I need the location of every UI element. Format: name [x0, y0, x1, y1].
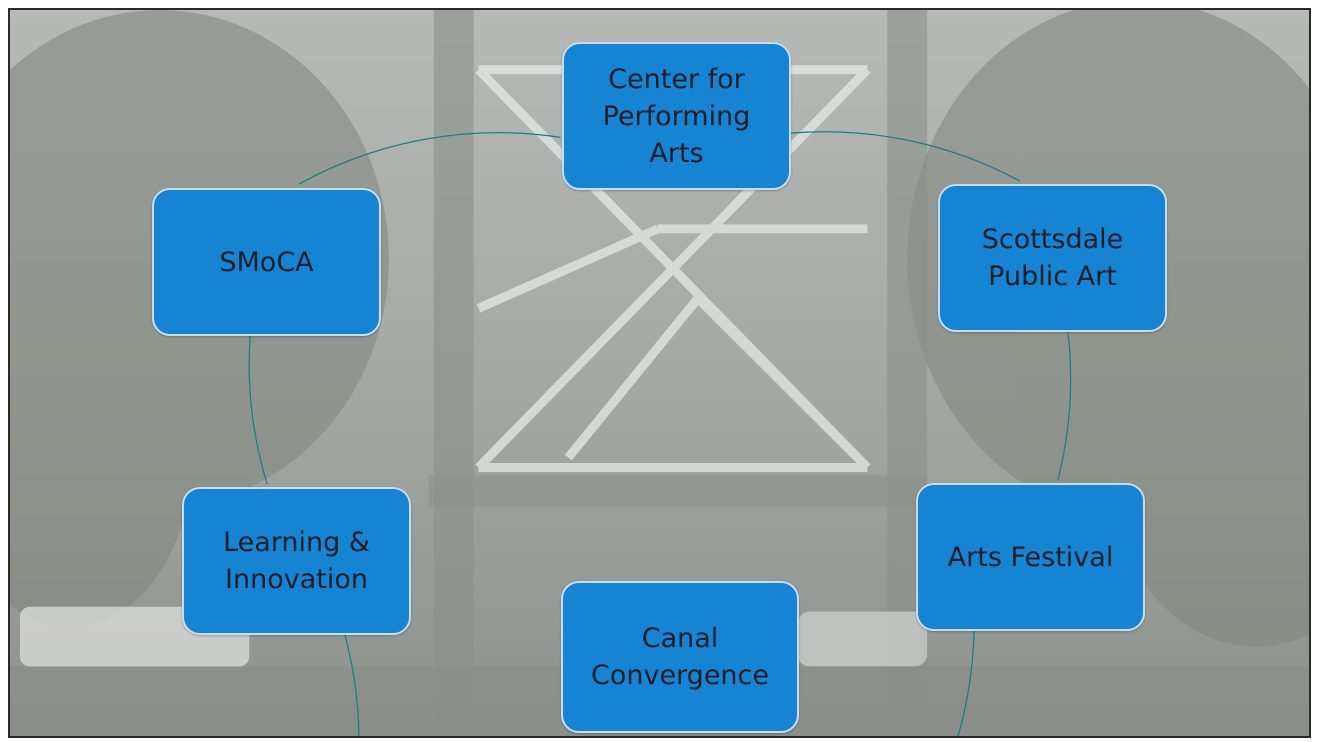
slide: Center for Performing Arts Scottsdale Pu… [8, 8, 1311, 738]
connector-li-smoca [248, 334, 268, 485]
connector-cpa-spa [788, 131, 1021, 182]
tower-post-left [433, 10, 474, 736]
connector-canal-li [343, 631, 360, 736]
tower-structure-decor [475, 65, 871, 472]
connector-spa-af [1057, 330, 1072, 481]
node-learning-innovation: Learning & Innovation [182, 487, 411, 635]
node-center-for-performing-arts: Center for Performing Arts [562, 42, 791, 190]
node-smoca: SMoCA [152, 188, 381, 336]
node-scottsdale-public-art: Scottsdale Public Art [938, 184, 1167, 332]
node-canal-convergence: Canal Convergence [561, 581, 799, 733]
node-arts-festival: Arts Festival [916, 483, 1145, 631]
cycle-connectors [248, 131, 1072, 736]
connector-smoca-cpa [298, 132, 561, 185]
connector-af-canal [957, 627, 975, 736]
tower-beam [428, 475, 928, 508]
car-decor [797, 611, 928, 667]
